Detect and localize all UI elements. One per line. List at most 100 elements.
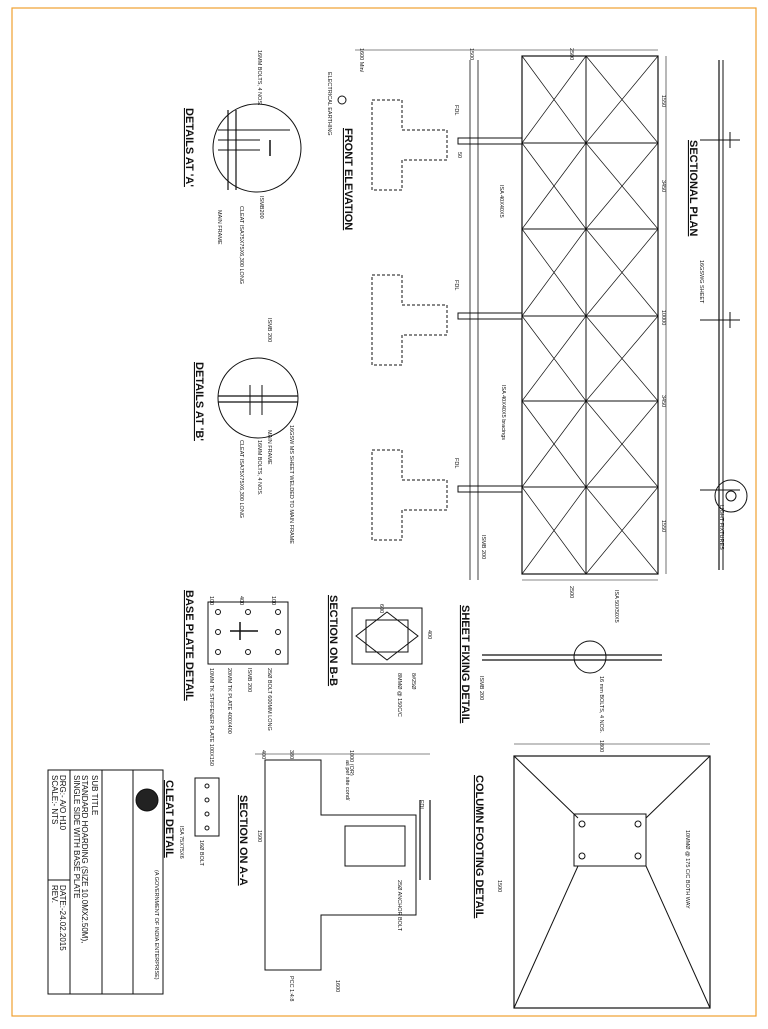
detail-b-circle <box>217 357 299 439</box>
dimension-label: 3450 <box>660 395 666 407</box>
bracing-member <box>521 142 587 230</box>
view-title: SECTION ON B-B <box>327 595 339 686</box>
dimension-label: 600 <box>378 604 384 613</box>
annotation-label: ISMB200 <box>258 196 264 219</box>
dimension-label: 1500 <box>468 48 474 60</box>
bracing-member <box>521 486 587 575</box>
annotation-label: LIGHT FIXTURES <box>718 505 724 550</box>
dimension-label: 380 <box>288 750 294 759</box>
bolt-hole <box>245 649 251 655</box>
dimension-label: 50 <box>456 152 462 158</box>
title-block-text: SUB TITLE <box>90 775 99 815</box>
annotation-label: 10MM TK STIFFENER PLATE 100X150 <box>208 668 214 766</box>
sectional-plan <box>700 60 748 570</box>
annotation-label: 16GSWG SHEET <box>698 260 704 304</box>
annotation-label: ISMB 200 <box>246 668 252 692</box>
view-title: SECTION ON A-A <box>237 795 249 886</box>
title-block-text: SCALE:- NTS <box>50 775 59 824</box>
dimension-label: as per site cond/ <box>344 760 350 801</box>
dimension-label: 3450 <box>660 180 666 192</box>
view-title: BASE PLATE DETAIL <box>183 590 195 701</box>
annotation-label: FDL <box>453 105 459 115</box>
dimension-label: 10000 <box>660 310 666 325</box>
annotation-label: FDL <box>453 280 459 290</box>
annotation-label: 16 mm BOLTS, 4 NOS. <box>598 676 604 734</box>
annotation-label: 16MM BOLTS, 4 NOS. <box>256 50 262 106</box>
annotation-label: ISA 50X50X5 <box>613 590 619 623</box>
dimension-label: 1550 <box>660 95 666 107</box>
bracing-member <box>585 142 659 230</box>
view-title: SECTIONAL PLAN <box>687 140 699 236</box>
bolt-hole <box>275 649 281 655</box>
annotation-label: FDL <box>418 800 424 810</box>
bracing-member <box>585 486 659 575</box>
dimension-label: 1800 <box>598 740 604 752</box>
annotation-label: MAIN FRAME <box>216 210 222 245</box>
bolt-hole <box>215 649 221 655</box>
title-block-text: DRG:- A/O H10 <box>58 775 67 831</box>
bolt-hole <box>275 629 281 635</box>
bracing-member <box>585 55 659 144</box>
annotation-label: ISA 40X40X5 bracings <box>500 385 506 440</box>
annotation-label: ISMB 200 <box>478 676 484 700</box>
front-elevation <box>337 49 667 581</box>
title-block-text: SINGLE SIDE WITH BASE PLATE <box>72 775 81 898</box>
dimension-label: 100 <box>208 596 214 605</box>
annotation-label: ISA 40X40X5 <box>498 185 504 218</box>
annotation-label: ISMB 200 <box>266 318 272 342</box>
view-title: CLEAT DETAIL <box>163 780 175 858</box>
annotation-label: ELECTRICAL EARTHING <box>326 72 332 136</box>
cleat-detail <box>194 777 220 837</box>
annotation-label: 8#25Ø <box>410 673 416 690</box>
bracing-member <box>521 400 587 488</box>
view-title: SHEET FIXING DETAIL <box>459 605 471 724</box>
bracing-member <box>585 400 659 488</box>
title-block-text: DATE:-24.02.2015 <box>58 885 67 951</box>
annotation-label: 25Ø BOLT 600MM LONG <box>266 668 272 731</box>
dimension-label: 400 <box>260 750 266 759</box>
bolt-hole <box>275 609 281 615</box>
bracing-member <box>521 228 587 317</box>
dimension-label: 1600 <box>334 980 340 992</box>
annotation-label: FDL <box>453 458 459 468</box>
hoarding-frame <box>521 55 659 575</box>
title-block-text: REV. <box>50 885 59 903</box>
sheet-fixing <box>482 640 662 674</box>
bracing-member <box>521 315 587 402</box>
dimension-label: 1600 Min/ <box>358 48 364 73</box>
bolt-hole <box>245 609 251 615</box>
dimension-label: 1500 <box>496 880 502 892</box>
annotation-label: CLEAT ISA75X75X6,300 LONG <box>238 206 244 284</box>
annotation-label: MAIN FRAME <box>266 430 272 465</box>
annotation-label: ISA 75X75X6 <box>178 826 184 859</box>
view-title: DETAILS AT 'A' <box>183 108 195 187</box>
dimension-label: 100 <box>270 596 276 605</box>
annotation-label: 16Ø BOLT <box>198 840 204 867</box>
view-title: FRONT ELEVATION <box>342 128 354 230</box>
annotation-label: 16MM BOLTS, 4 NOS. <box>256 440 262 496</box>
dimension-label: 2500 <box>568 586 574 598</box>
dimension-label: 400 <box>426 630 432 639</box>
section-bb <box>351 607 423 665</box>
annotation-label: ISMB 200 <box>480 535 486 559</box>
detail-a-circle <box>212 103 302 193</box>
annotation-label: (A GOVERNMENT OF INDIA ENTERPRISE) <box>153 870 159 980</box>
bracing-member <box>585 228 659 317</box>
dimension-label: 2500 <box>568 48 574 60</box>
dimension-label: 400 <box>238 596 244 605</box>
annotation-label: CLEAT ISA75X75X6,300 LONG <box>238 440 244 518</box>
base-plate <box>207 601 289 665</box>
sheet-border <box>11 7 757 1017</box>
bracing-member <box>585 315 659 402</box>
annotation-label: 20MM TK PLATE 400X400 <box>226 668 232 734</box>
annotation-label: PCC 1:4:8 <box>288 976 294 1001</box>
dimension-label: 1000 (OR) <box>348 750 354 776</box>
bracing-member <box>521 55 587 144</box>
bolt-hole <box>215 609 221 615</box>
title-block-text: STANDARD HOARDING (SIZE 10.0MX2.50M), <box>80 775 89 943</box>
section-aa <box>255 753 431 971</box>
dimension-label: 1500 <box>256 830 262 842</box>
bolt-hole <box>215 629 221 635</box>
